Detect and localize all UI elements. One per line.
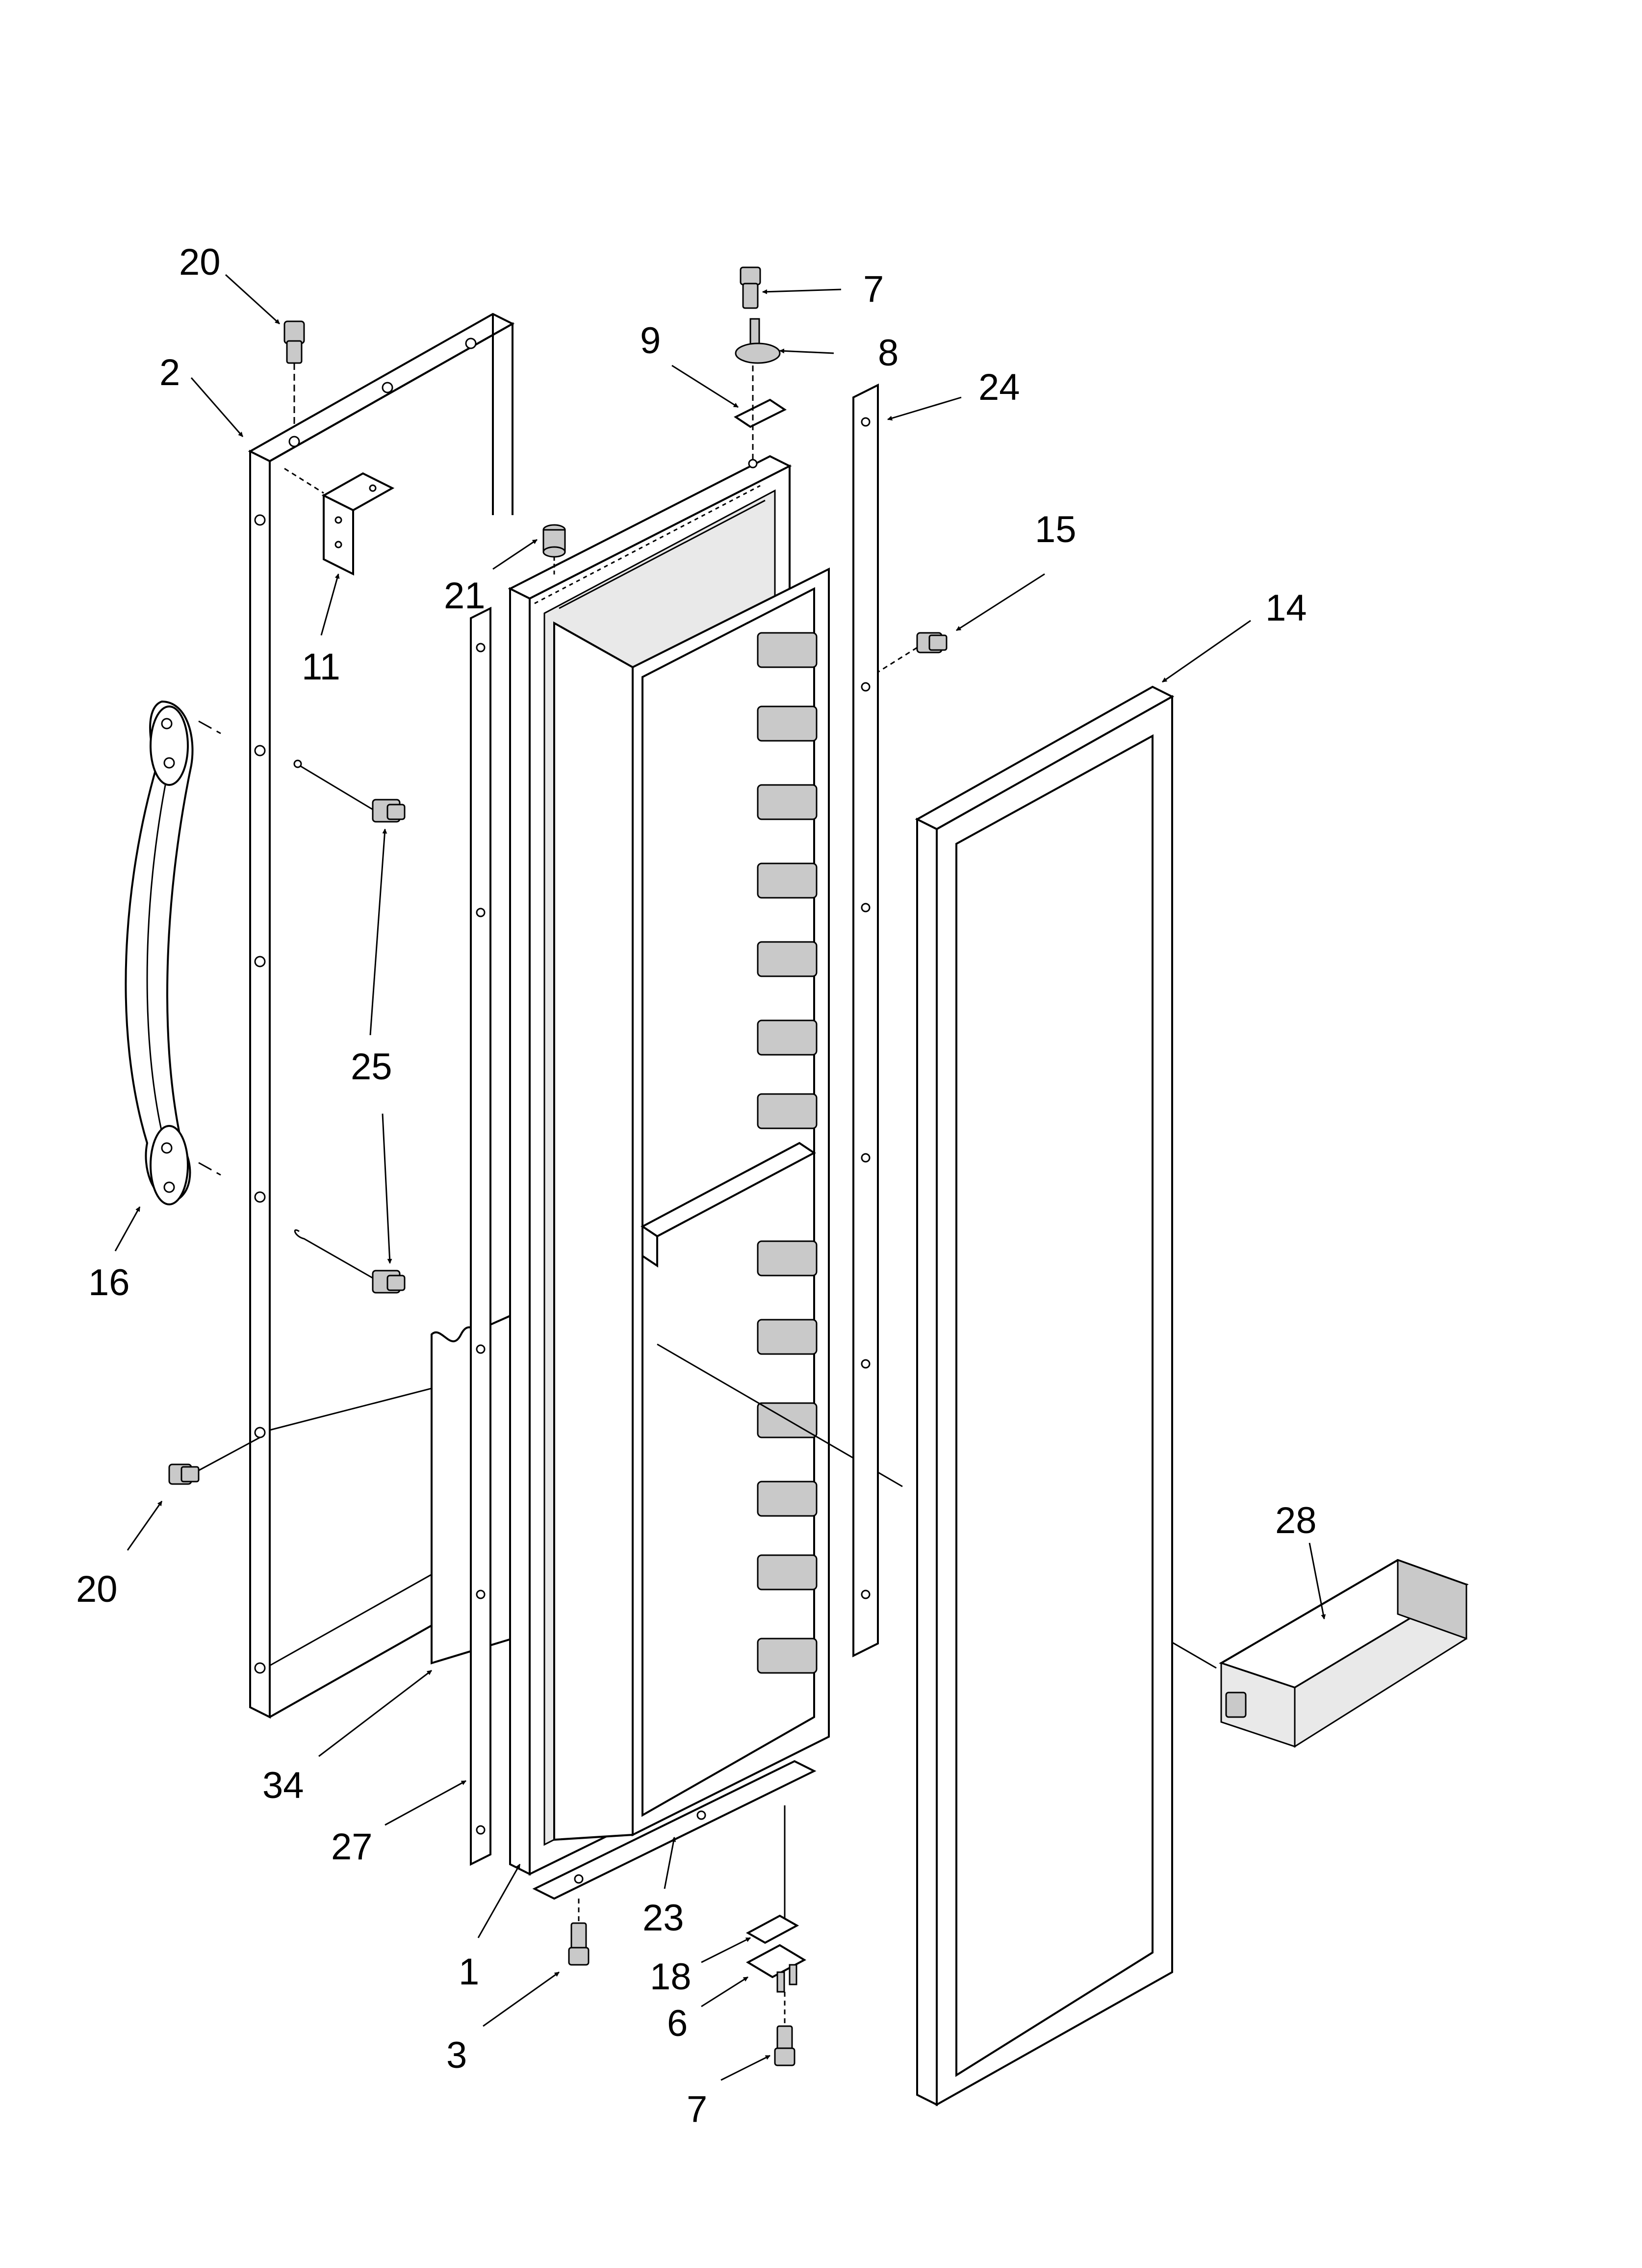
callout-20-top: 20: [179, 241, 221, 283]
bottom-plate-part-23: [532, 1760, 817, 1900]
hinge-top-assembly: [734, 266, 787, 469]
callout-leaders: [114, 274, 1326, 2081]
callout-21: 21: [444, 575, 486, 617]
callout-16: 16: [88, 1262, 130, 1303]
callout-6: 6: [667, 2003, 688, 2044]
callout-labels: 20 2 11 7 8 9 24 21 15 14 25 16 20 28 34…: [76, 241, 1317, 2130]
screw-part-15: [877, 632, 948, 673]
liner-shelf: [641, 1142, 816, 1268]
callout-25: 25: [351, 1046, 392, 1088]
door-outer-panel: [248, 313, 515, 1719]
callout-11: 11: [302, 646, 340, 688]
callout-15: 15: [1035, 509, 1077, 550]
callout-18: 18: [650, 1956, 692, 1998]
callout-23: 23: [642, 1897, 684, 1939]
callout-27: 27: [331, 1826, 373, 1868]
liner-shelf-supports: [757, 632, 818, 1674]
callout-7-bottom: 7: [687, 2088, 707, 2130]
gasket-part-14: [915, 685, 1175, 2107]
callout-3: 3: [446, 2034, 467, 2076]
callout-9: 9: [640, 320, 661, 362]
callout-2: 2: [159, 352, 180, 393]
strip-part-24: [852, 383, 879, 1658]
screw-part-25-lower: [294, 1229, 406, 1294]
callout-1: 1: [459, 1951, 479, 1993]
panel-holes: [254, 338, 477, 1674]
callout-8: 8: [878, 332, 898, 374]
callout-24: 24: [978, 366, 1020, 408]
door-handle-part-16: [125, 700, 221, 1205]
callout-34: 34: [262, 1765, 304, 1806]
bracket-part-11: [284, 468, 395, 576]
screw-part-20-bottom: [168, 1436, 260, 1485]
hinge-bottom-assembly: [568, 1805, 807, 2066]
plug-part-21: [542, 524, 566, 576]
screw-part-20-top: [283, 320, 305, 427]
callout-28: 28: [1275, 1500, 1317, 1541]
door-liner-part-1: [508, 455, 1217, 1876]
screw-part-25-upper: [293, 759, 406, 823]
strip-part-27: [470, 606, 491, 1866]
callout-7-top: 7: [863, 268, 884, 310]
bin-part-28: [1219, 1559, 1469, 1748]
callout-14: 14: [1265, 587, 1307, 629]
callout-20-bottom: 20: [76, 1568, 118, 1610]
